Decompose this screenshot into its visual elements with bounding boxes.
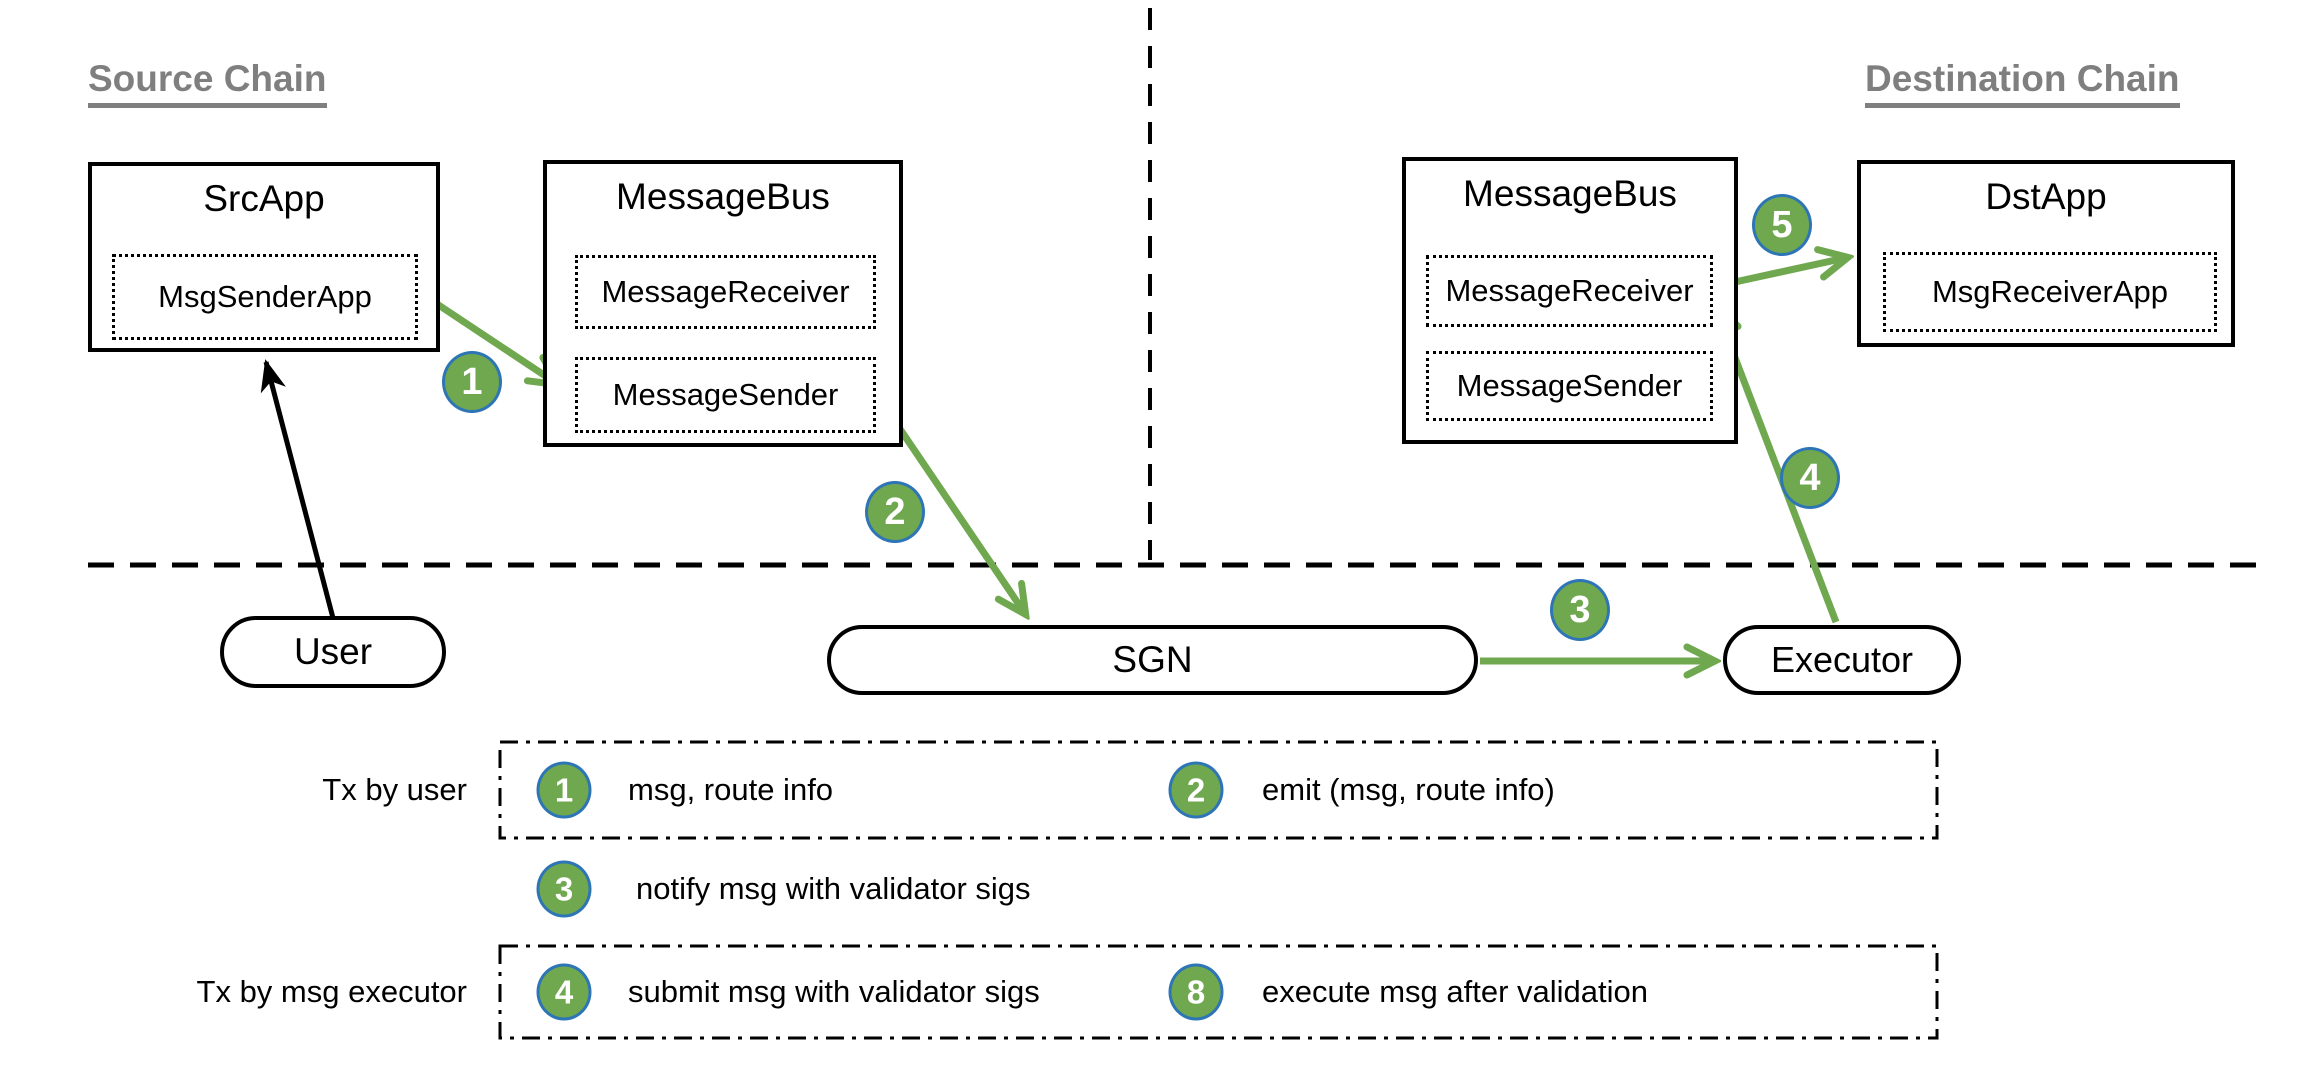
executor-pill: Executor (1723, 625, 1961, 695)
step-badge-2: 2 (865, 481, 925, 543)
legend-text-2: emit (msg, route info) (1262, 772, 1555, 807)
step-badge-5: 5 (1752, 194, 1812, 256)
srcapp-title: SrcApp (203, 178, 325, 219)
step-badge-1: 1 (442, 351, 502, 413)
legend-badge-3: 3 (536, 860, 592, 918)
messagesender-right-box: MessageSender (1426, 351, 1713, 421)
legend-badge-8: 8 (1168, 963, 1224, 1021)
arrow-user-to-srcapp (260, 359, 336, 619)
step-badge-3: 3 (1550, 579, 1610, 641)
msgreceiverapp-box: MsgReceiverApp (1883, 252, 2217, 332)
srcapp-box: SrcApp MsgSenderApp (88, 162, 440, 352)
legend-badge-2: 2 (1168, 761, 1224, 819)
legend-text-3: notify msg with validator sigs (636, 871, 1031, 906)
dstapp-title: DstApp (1985, 176, 2107, 217)
msgsenderapp-box: MsgSenderApp (112, 254, 418, 340)
legend-label-tx-by-msg-executor: Tx by msg executor (196, 974, 467, 1009)
legend-label-tx-by-user: Tx by user (322, 772, 467, 807)
legend-text-4: submit msg with validator sigs (628, 974, 1040, 1009)
user-pill: User (220, 616, 446, 688)
legend-badge-1: 1 (536, 761, 592, 819)
step-badge-4: 4 (1780, 447, 1840, 509)
dstapp-box: DstApp MsgReceiverApp (1857, 160, 2235, 347)
destination-chain-heading: Destination Chain (1865, 58, 2180, 108)
messagebus-right-title: MessageBus (1463, 173, 1677, 214)
messagereceiver-right-box: MessageReceiver (1426, 255, 1713, 327)
legend-badge-4: 4 (536, 963, 592, 1021)
messagebus-left-title: MessageBus (616, 176, 830, 217)
legend-text-8: execute msg after validation (1262, 974, 1648, 1009)
messagesender-left-box: MessageSender (575, 357, 876, 433)
sgn-pill: SGN (827, 625, 1478, 695)
messagebus-left-box: MessageBus MessageReceiver MessageSender (543, 160, 903, 447)
messagereceiver-left-box: MessageReceiver (575, 255, 876, 329)
source-chain-heading: Source Chain (88, 58, 327, 108)
legend-text-1: msg, route info (628, 772, 834, 807)
messagebus-right-box: MessageBus MessageReceiver MessageSender (1402, 157, 1738, 444)
